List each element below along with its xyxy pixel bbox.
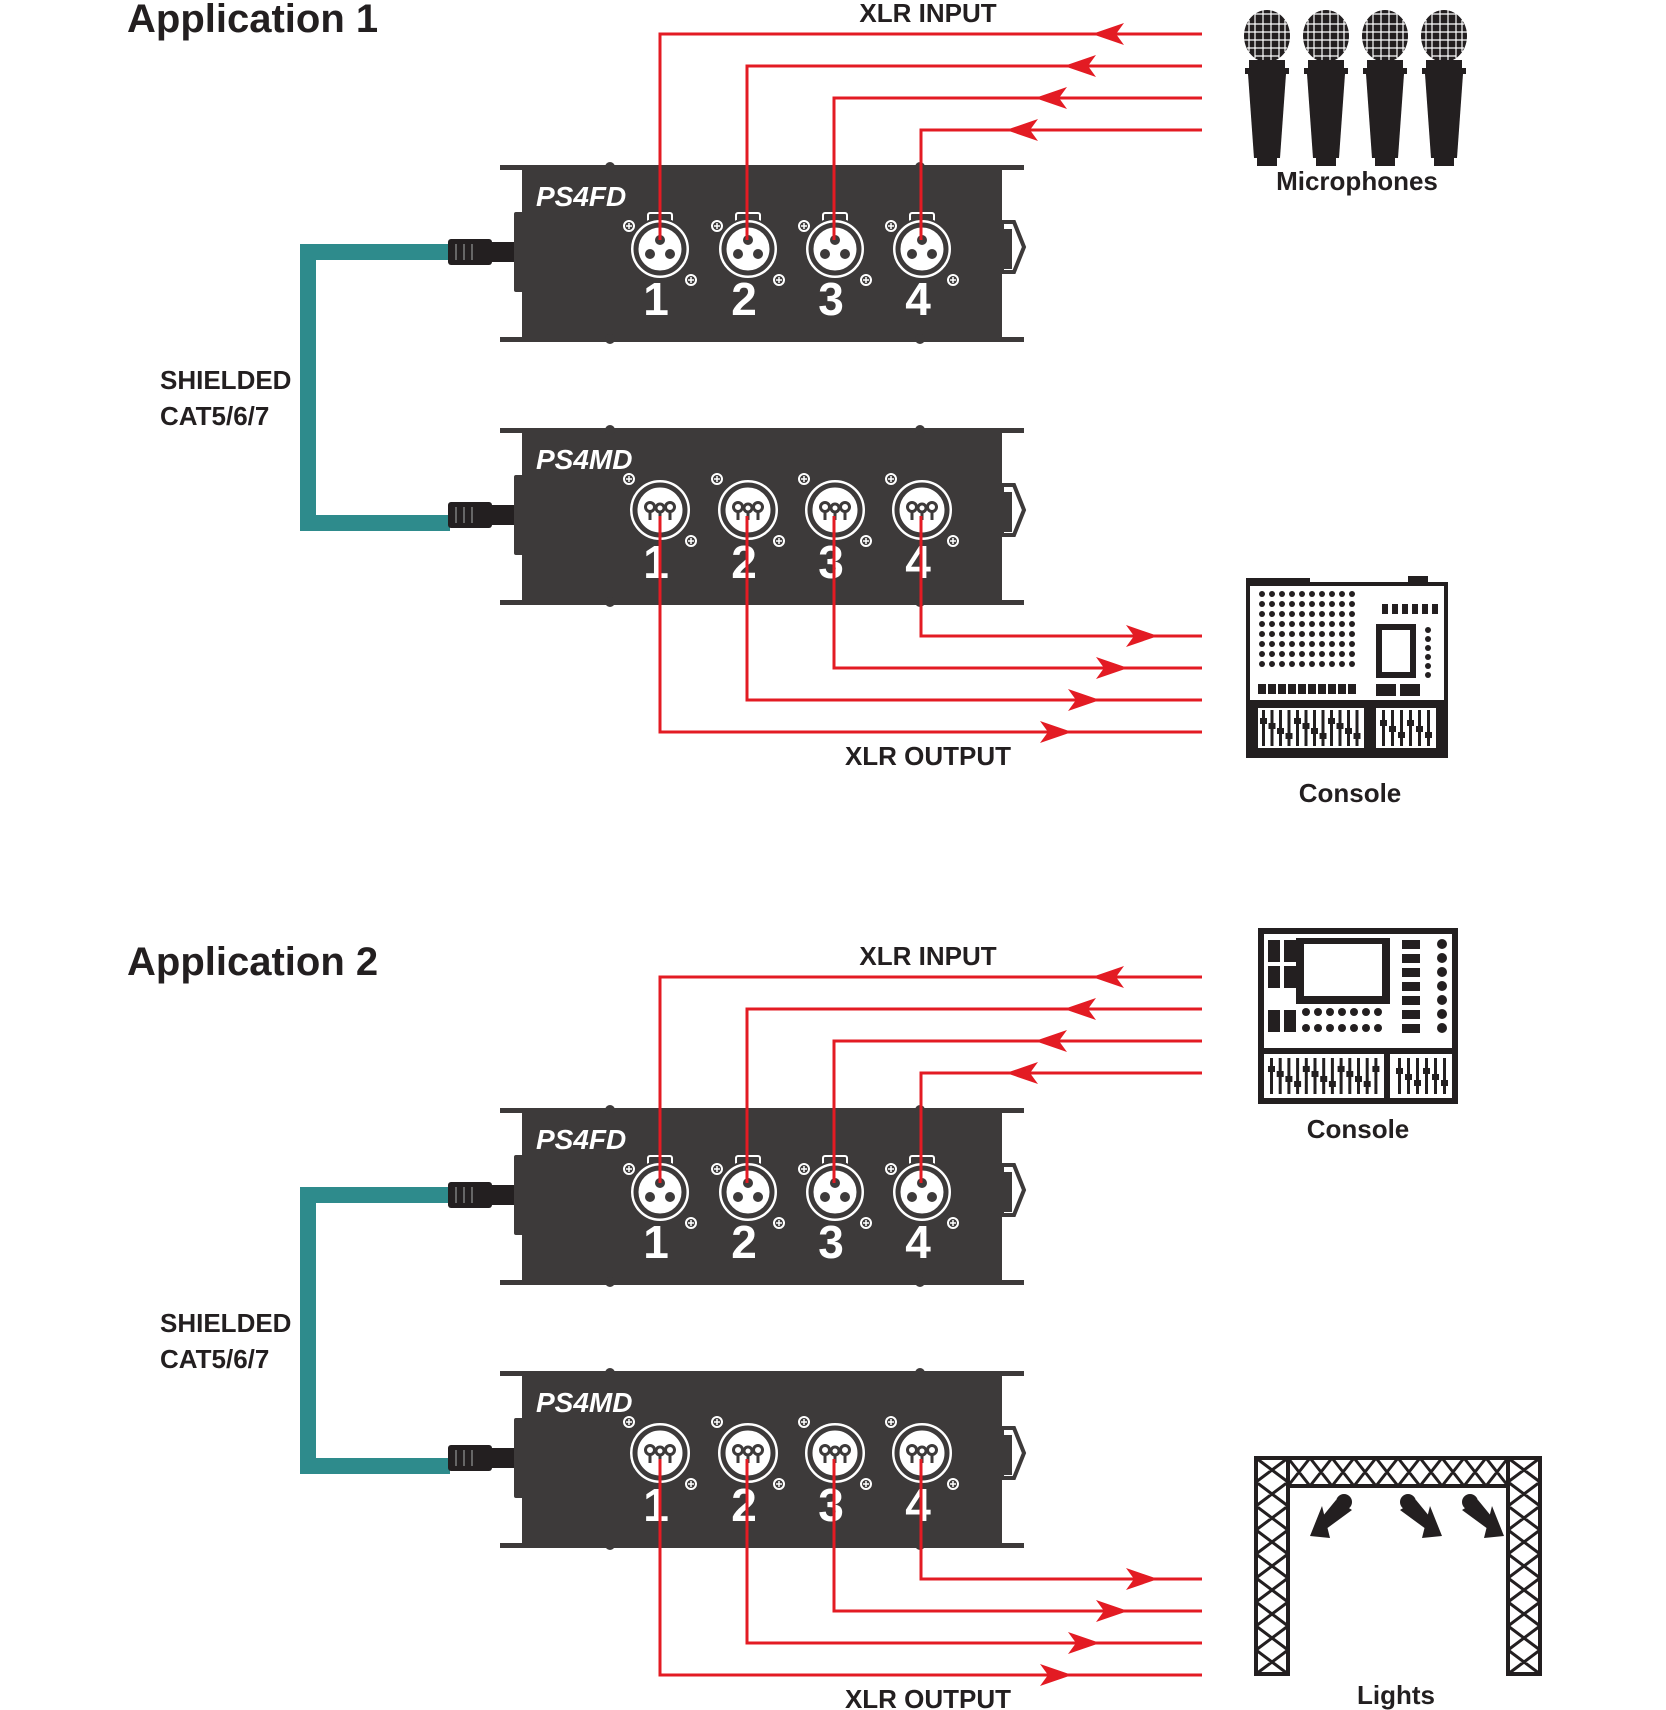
port-number: 2 [731, 1216, 757, 1268]
xlr-input-label: XLR INPUT [859, 0, 996, 28]
source-label: Microphones [1276, 166, 1438, 196]
rj45-plug-icon [448, 1182, 492, 1208]
application-title: Application 1 [127, 0, 378, 41]
ps4md-unit: PS4MD 1 2 3 4 [500, 1368, 1027, 1550]
lighting-truss-icon [1254, 1456, 1542, 1676]
spotlight-icon [1400, 1494, 1442, 1538]
xlr-input-label: XLR INPUT [859, 941, 996, 971]
cable-label: SHIELDED [160, 1308, 291, 1338]
spotlight-icon [1462, 1494, 1504, 1538]
destination-label: Console [1299, 778, 1402, 808]
port-number: 2 [731, 536, 757, 588]
port-number: 1 [643, 273, 669, 325]
port-number: 3 [818, 1216, 844, 1268]
xlr-output-label: XLR OUTPUT [845, 741, 1011, 771]
port-number: 3 [818, 1479, 844, 1531]
cable-label: CAT5/6/7 [160, 1344, 269, 1374]
xlr-output-signal [658, 1459, 1202, 1686]
application-title: Application 2 [127, 940, 378, 984]
port-number: 1 [643, 1479, 669, 1531]
rj45-plug-icon [448, 502, 492, 528]
ps4fd-unit: PS4FD 1 2 3 4 [500, 162, 1027, 344]
mixing-console-icon [1258, 928, 1458, 1104]
ps4fd-unit: PS4FD 1 2 3 4 [500, 1105, 1027, 1287]
rj45-plug-icon [448, 239, 492, 265]
cable-label: SHIELDED [160, 365, 291, 395]
port-number: 3 [818, 273, 844, 325]
microphones-group: Microphones [1243, 9, 1468, 196]
microphone-icon [1302, 9, 1350, 167]
ps4md-unit: PS4MD 1 2 3 4 [500, 425, 1027, 607]
port-number: 1 [643, 536, 669, 588]
port-number: 4 [905, 1216, 931, 1268]
microphone-icon [1243, 9, 1291, 167]
rj45-plug-icon [448, 1445, 492, 1471]
port-number: 2 [731, 1479, 757, 1531]
cable-label: CAT5/6/7 [160, 401, 269, 431]
unit-model-label: PS4MD [536, 444, 632, 475]
destination-label: Lights [1357, 1680, 1435, 1710]
port-number: 4 [905, 1479, 931, 1531]
microphone-icon [1361, 9, 1409, 167]
xlr-input-signal [658, 966, 1202, 1183]
source-label: Console [1307, 1114, 1410, 1144]
port-number: 3 [818, 536, 844, 588]
unit-model-label: PS4MD [536, 1387, 632, 1418]
mixing-console-icon [1246, 576, 1448, 758]
port-number: 4 [905, 273, 931, 325]
unit-model-label: PS4FD [536, 1124, 626, 1155]
xlr-output-label: XLR OUTPUT [845, 1684, 1011, 1710]
xlr-input-signal [658, 23, 1202, 240]
microphone-icon [1420, 9, 1468, 167]
unit-model-label: PS4FD [536, 181, 626, 212]
port-number: 4 [905, 536, 931, 588]
xlr-output-signal [658, 516, 1202, 743]
port-number: 2 [731, 273, 757, 325]
spotlight-icon [1310, 1494, 1352, 1538]
port-number: 1 [643, 1216, 669, 1268]
